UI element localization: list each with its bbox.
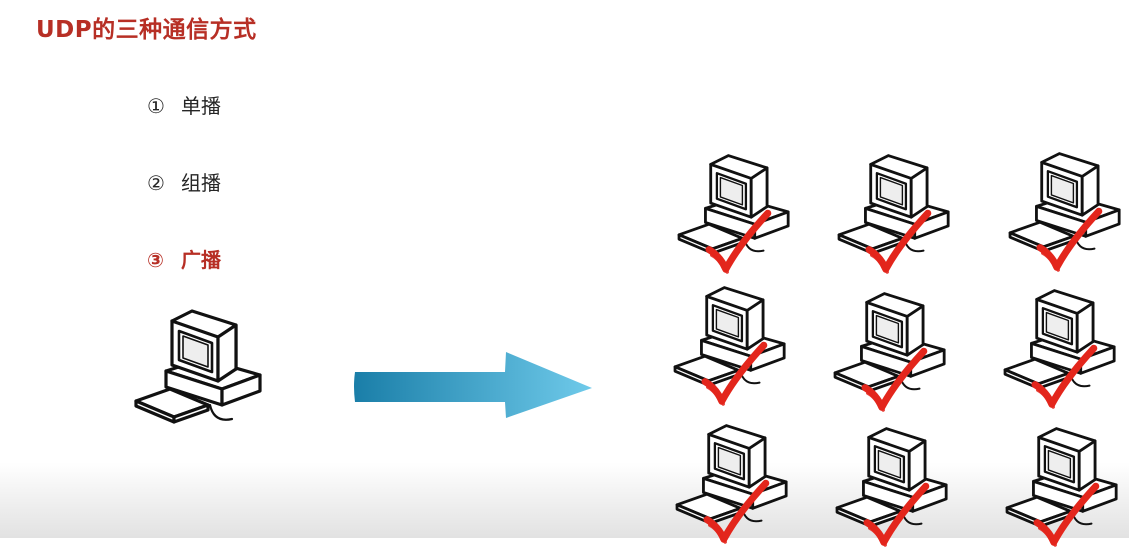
item-label: 组播 <box>181 171 221 195</box>
item-label: 单播 <box>181 94 221 118</box>
item-label: 广播 <box>181 248 221 272</box>
receiver-computer-icon <box>677 154 790 285</box>
slide-title: UDP的三种通信方式 <box>36 17 257 43</box>
list-item-unicast: ① 单播 <box>147 90 221 119</box>
item-number: ③ <box>147 248 164 272</box>
list-item-broadcast: ③ 广播 <box>147 244 221 273</box>
receiver-computer-icon <box>833 292 946 423</box>
list-item-multicast: ② 组播 <box>147 167 221 196</box>
item-number: ② <box>147 171 165 195</box>
item-number: ① <box>147 94 165 118</box>
right-arrow-icon <box>354 352 592 418</box>
receiver-computer-icon <box>675 424 788 555</box>
sender-computer-icon <box>128 305 278 435</box>
receiver-computer-icon <box>1003 289 1116 420</box>
receiver-computer-icon <box>837 154 950 285</box>
receiver-computer-icon <box>1008 152 1121 283</box>
receiver-computer-icon <box>673 286 786 417</box>
